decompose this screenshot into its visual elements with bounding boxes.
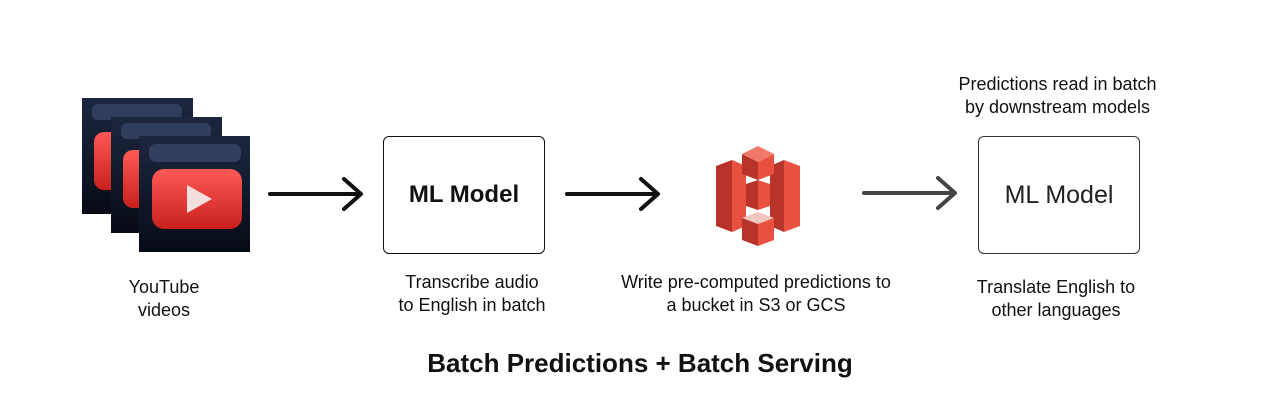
arrow-3 — [862, 176, 957, 210]
ml-model-label-1: ML Model — [408, 181, 520, 208]
arrow-2 — [565, 177, 660, 211]
ml-model-label-2: ML Model — [1004, 180, 1114, 209]
ml-model-box-1: ML Model — [383, 136, 545, 254]
video-card-front — [139, 136, 250, 252]
model2-note: Predictions read in batch by downstream … — [958, 74, 1157, 117]
model1-caption: Transcribe audio to English in batch — [398, 272, 546, 315]
s3-bucket-icon — [716, 146, 800, 246]
diagram-title: Batch Predictions + Batch Serving — [427, 348, 853, 378]
arrow-1 — [268, 177, 363, 211]
bucket-caption: Write pre-computed predictions to a buck… — [621, 272, 891, 315]
ml-model-box-2: ML Model — [978, 136, 1140, 254]
youtube-caption: YouTube videos — [128, 277, 200, 320]
youtube-videos-icon — [82, 98, 250, 252]
model2-caption: Translate English to other languages — [976, 277, 1136, 320]
